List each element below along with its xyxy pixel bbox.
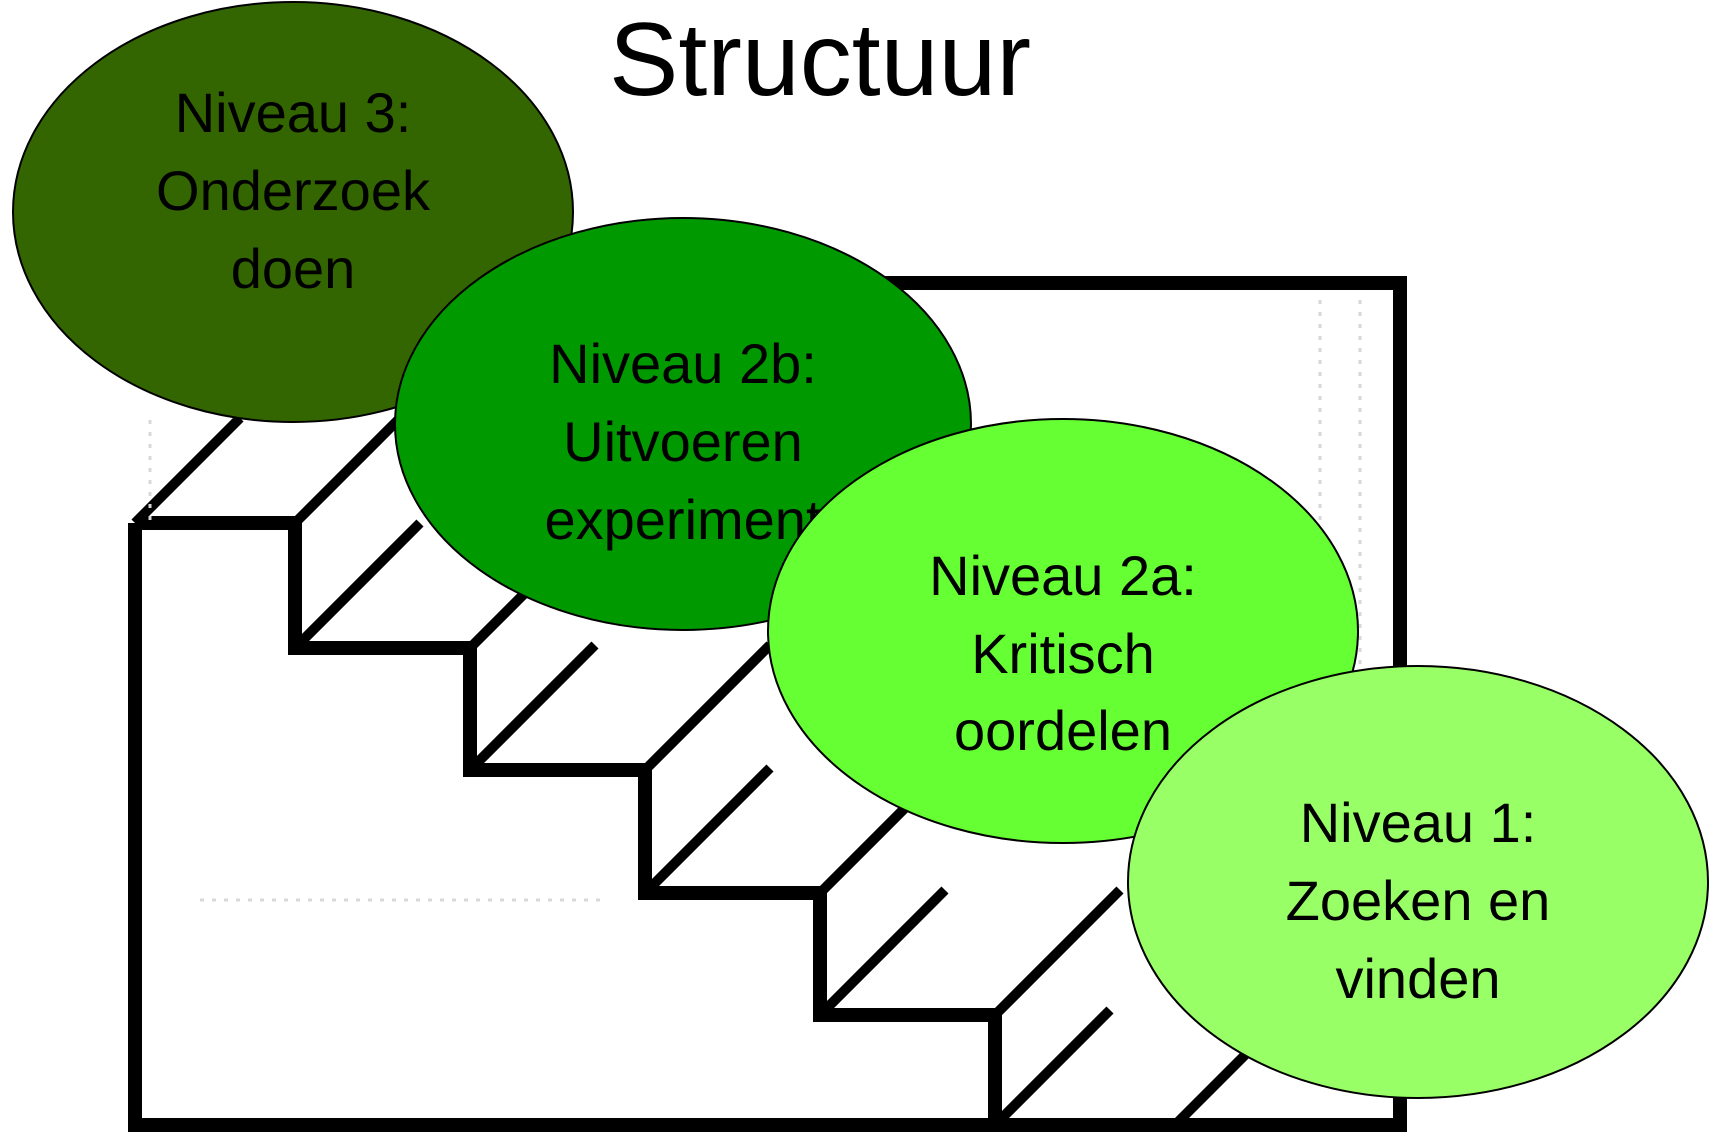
staircase-frame (128, 276, 1407, 1132)
stair-diagonal (991, 886, 1124, 1019)
stair-diagonal (991, 1006, 1114, 1129)
stair-diagonal (641, 764, 774, 897)
stair-diagonal (131, 414, 244, 527)
level-ellipse (1127, 665, 1709, 1099)
stair-diagonal (641, 641, 774, 774)
level-label-line: Onderzoek (156, 159, 431, 222)
level-label-line: vinden (1335, 947, 1500, 1010)
level-label-line: experiment (544, 488, 821, 551)
level-label-line: Zoeken en (1286, 869, 1551, 932)
level-label-line: oordelen (954, 699, 1172, 762)
level-label-line: doen (231, 237, 356, 300)
level-niveau-1: Niveau 1: Zoeken en vinden (1127, 665, 1709, 1099)
stair-diagonal (466, 641, 599, 774)
level-label-line: Uitvoeren (563, 410, 803, 473)
stair-diagonal (816, 886, 949, 1019)
level-label-line: Niveau 2b: (549, 332, 817, 395)
level-ellipse (12, 1, 574, 423)
stair-diagonal (291, 519, 424, 652)
level-niveau-3: Niveau 3: Onderzoek doen (12, 1, 574, 423)
stair-shading (148, 300, 1362, 902)
level-label-line: Niveau 3: (175, 81, 412, 144)
level-label-line: Kritisch (971, 622, 1155, 685)
level-label-line: Niveau 1: (1300, 791, 1537, 854)
level-label-line: Niveau 2a: (929, 544, 1197, 607)
page-title: Structuur (609, 2, 1031, 118)
stair-diagonal (291, 414, 404, 527)
stair-diagonal (1171, 1046, 1254, 1129)
frame-outline (128, 276, 1407, 1132)
